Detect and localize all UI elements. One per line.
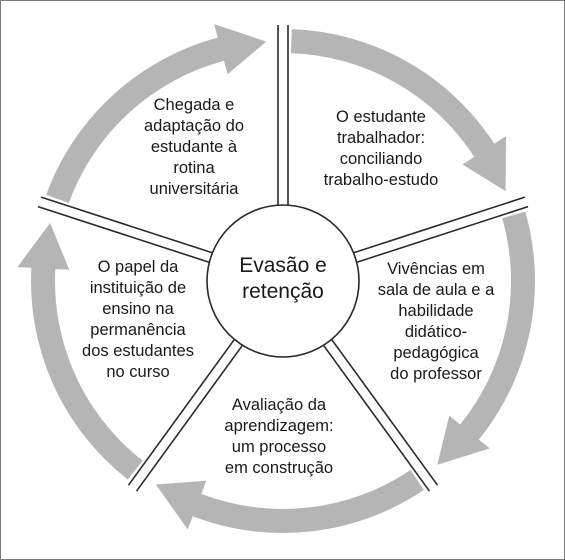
center-circle (206, 204, 360, 358)
divider-line-5b (40, 196, 213, 254)
divider-line-4b (127, 339, 235, 486)
segment-label-working-student: O estudante trabalhador: conciliando tra… (323, 108, 439, 189)
segment-label-classroom: Vivências em sala de aula e a habilidade… (377, 260, 495, 383)
segment-label-arrival: Chegada e adaptação do estudante à rotin… (143, 96, 244, 198)
cycle-arrow-4 (17, 222, 143, 480)
divider-line-2a (353, 196, 526, 254)
cycle-arrow-1 (290, 29, 507, 192)
segment-label-assessment: Avaliação da aprendizagem: um processo e… (224, 396, 334, 477)
cycle-arrow-2 (437, 211, 536, 465)
divider-line-5a (37, 205, 210, 264)
center-label: Evasão e retenção (239, 254, 327, 303)
divider-line-4a (135, 344, 244, 492)
cycle-arrows (17, 24, 536, 533)
divider-line-3a (331, 339, 439, 486)
divider-line-3b (322, 344, 431, 492)
segment-label-institution: O papel da instituição de ensino na perm… (82, 258, 194, 381)
divider-line-2b (356, 205, 529, 264)
cycle-arrow-5 (46, 24, 267, 204)
cycle-arrow-3 (155, 470, 424, 533)
segment-dividers (37, 25, 529, 492)
